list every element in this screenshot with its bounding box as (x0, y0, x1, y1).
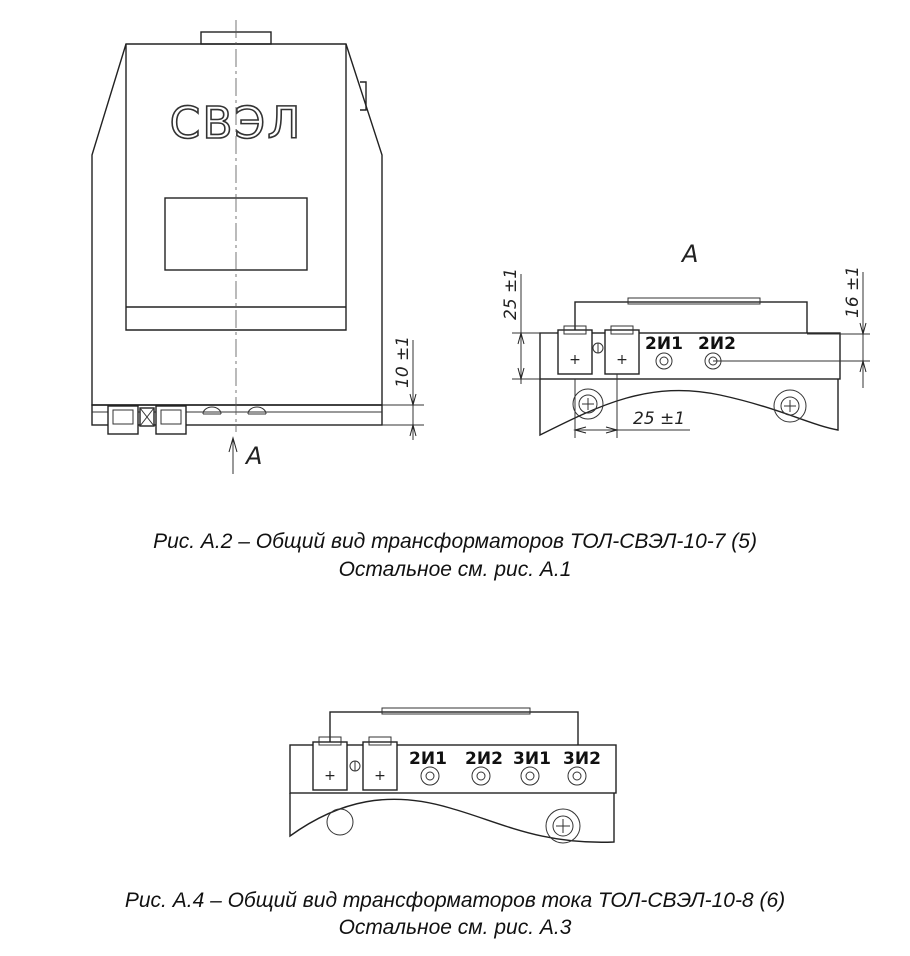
dim-text-side-top: 16 ±1 (843, 266, 863, 318)
view-label-front: A (244, 442, 262, 470)
caption-figure2-line1: Рис. А.4 – Общий вид трансформаторов ток… (124, 889, 786, 912)
front-terminal-block (107, 405, 267, 435)
figure2-drawing: + + 2И1 2И2 3И1 3И2 (289, 707, 617, 844)
terminal-label-2i2: 2И2 (698, 334, 736, 354)
svg-text:+: + (616, 352, 628, 368)
dimension-side-width: 25 ±1 (573, 374, 690, 438)
brand-logo: СВЭЛ (170, 98, 303, 149)
view-label-side: A (680, 240, 698, 268)
svg-text:+: + (569, 352, 581, 368)
dim-text-front-height: 10 ±1 (393, 336, 413, 388)
terminal-label-3i1: 3И1 (513, 749, 551, 769)
dim-text-side-height: 25 ±1 (501, 268, 521, 320)
terminal-label-2i2-b: 2И2 (465, 749, 503, 769)
caption-figure1-line1: Рис. А.2 – Общий вид трансформаторов ТОЛ… (153, 530, 757, 553)
svg-text:+: + (374, 768, 386, 784)
side-view-a: A + + 2И1 2И2 25 ± (501, 240, 870, 438)
lower-body (539, 379, 839, 437)
svg-text:+: + (324, 768, 336, 784)
dimension-front-height: 10 ±1 (382, 336, 424, 440)
front-panel (125, 44, 347, 331)
dimension-side-top: 16 ±1 (713, 266, 870, 388)
terminal-label-2i1-b: 2И1 (409, 749, 447, 769)
terminal-label-3i2: 3И2 (563, 749, 601, 769)
base-plate (91, 404, 383, 426)
terminal-label-2i1: 2И1 (645, 334, 683, 354)
caption-figure2-line2: Остальное см. рис. А.3 (338, 916, 572, 939)
caption-figure1-line2: Остальное см. рис. А.1 (338, 558, 572, 581)
dim-text-side-width: 25 ±1 (633, 409, 685, 429)
front-view: СВЭЛ A 10 ±1 (91, 20, 424, 474)
lower-body-2 (289, 793, 615, 843)
dimension-side-height: 25 ±1 (501, 268, 556, 384)
